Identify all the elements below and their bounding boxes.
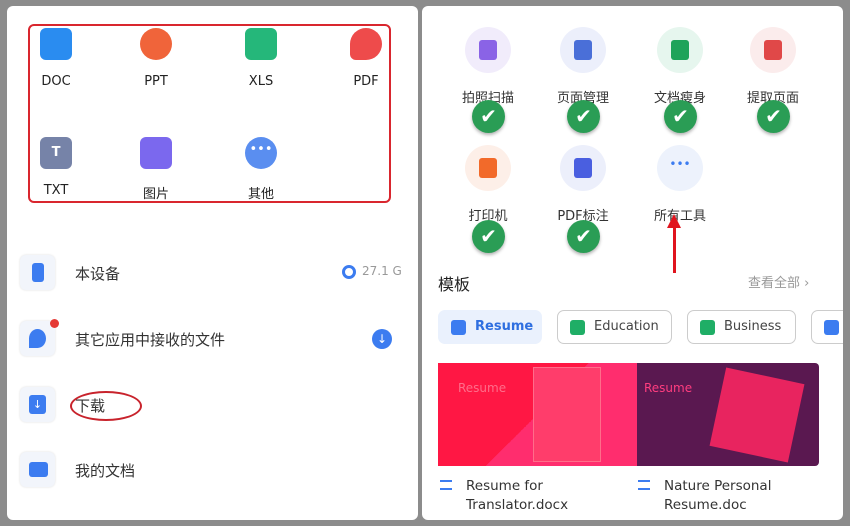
education-icon (570, 320, 585, 335)
filetype-image[interactable]: 图片 (116, 137, 196, 202)
resume-preview (533, 367, 601, 462)
chip-icon (824, 320, 839, 335)
thumb-title: Resume (644, 381, 693, 395)
download-icon: ↓ (20, 387, 55, 422)
ppt-icon (140, 28, 172, 60)
template-name-2[interactable]: Nature Personal Resume.doc (638, 477, 818, 515)
location-label: 我的文档 (75, 462, 136, 480)
chip-business[interactable]: Business (687, 310, 796, 344)
filetype-label: 其他 (247, 187, 274, 202)
storage-size: 27.1 G (362, 264, 402, 278)
storage-ring-icon (342, 265, 356, 279)
resume-icon (451, 320, 466, 335)
location-download[interactable]: ↓ 下载 (20, 385, 410, 425)
tool-item[interactable]: 打印机 (440, 145, 536, 224)
tool-icon (560, 145, 606, 191)
filetype-ppt[interactable]: PPT (116, 28, 196, 89)
file-name: Resume for Translator.docx (466, 478, 569, 513)
xls-icon (245, 28, 277, 60)
filetype-doc[interactable]: DOC (16, 28, 96, 89)
check-icon: ✔ (472, 220, 505, 253)
annotation-arrow (673, 218, 676, 273)
notification-dot (50, 319, 59, 328)
view-all-label: 查看全部 (748, 276, 801, 291)
check-icon: ✔ (567, 220, 600, 253)
filetype-label: TXT (43, 183, 69, 198)
txt-icon: T (40, 137, 72, 169)
tool-icon: ••• (657, 145, 703, 191)
check-icon: ✔ (757, 100, 790, 133)
chip-label: Education (594, 319, 659, 334)
filetype-label: XLS (248, 74, 274, 89)
phone-icon (20, 255, 55, 290)
satellite-icon (20, 321, 55, 356)
download-circle-icon[interactable]: ↓ (372, 329, 392, 349)
pdf-icon (350, 28, 382, 60)
tool-label: PDF标注 (557, 209, 609, 224)
check-icon: ✔ (472, 100, 505, 133)
annotation-box (28, 24, 391, 203)
chip-resume[interactable]: Resume (438, 310, 542, 344)
annotation-ellipse (70, 391, 142, 421)
tool-icon (750, 27, 796, 73)
chip-education[interactable]: Education (557, 310, 672, 344)
more-icon: ••• (245, 137, 277, 169)
location-received-files[interactable]: 其它应用中接收的文件 ↓ (20, 319, 410, 359)
tool-item[interactable]: 页面管理 (535, 27, 631, 106)
tool-item[interactable]: PDF标注 (535, 145, 631, 224)
tool-label: 提取页面 (746, 91, 799, 106)
tool-item[interactable]: •••所有工具 (632, 145, 728, 224)
tool-label: 文档瘦身 (653, 91, 706, 106)
folder-icon (20, 452, 55, 487)
template-card-1[interactable]: Resume (438, 363, 637, 466)
doc-file-icon (440, 480, 452, 490)
templates-title: 模板 (438, 275, 471, 294)
annotation-arrow-head (667, 214, 681, 228)
filetype-label: PPT (144, 74, 168, 89)
tool-label: 页面管理 (556, 91, 609, 106)
tool-item[interactable]: 提取页面 (725, 27, 821, 106)
filetype-label: 图片 (142, 187, 169, 202)
tool-icon (465, 27, 511, 73)
location-label: 其它应用中接收的文件 (75, 331, 226, 349)
tool-icon (465, 145, 511, 191)
filetype-xls[interactable]: XLS (221, 28, 301, 89)
image-icon (140, 137, 172, 169)
check-icon: ✔ (567, 100, 600, 133)
thumb-title: Resume (458, 381, 507, 395)
tool-label: 拍照扫描 (461, 91, 514, 106)
business-icon (700, 320, 715, 335)
filetype-pdf[interactable]: PDF (326, 28, 406, 89)
view-all-link[interactable]: 查看全部 › (748, 276, 810, 291)
file-name: Nature Personal Resume.doc (664, 478, 772, 513)
filetype-label: DOC (41, 74, 71, 89)
chip-label: Resume (475, 319, 534, 334)
chip-more[interactable] (811, 310, 843, 344)
chip-label: Business (724, 319, 782, 334)
tool-icon (657, 27, 703, 73)
resume-preview (709, 367, 805, 463)
tool-label: 打印机 (468, 209, 508, 224)
tool-item[interactable]: 文档瘦身 (632, 27, 728, 106)
filetype-other[interactable]: ••• 其他 (221, 137, 301, 202)
location-device[interactable]: 本设备 27.1 G (20, 253, 410, 293)
location-my-documents[interactable]: 我的文档 (20, 450, 410, 490)
left-panel: DOC PPT XLS PDF T TXT 图片 ••• 其他 本设备 27.1 G… (7, 6, 418, 520)
right-panel: 拍照扫描✔页面管理✔文档瘦身✔提取页面✔打印机✔PDF标注✔•••所有工具 模板… (422, 6, 843, 520)
doc-file-icon (638, 480, 650, 490)
filetype-label: PDF (353, 74, 379, 89)
tool-icon (560, 27, 606, 73)
template-name-1[interactable]: Resume for Translator.docx (440, 477, 620, 515)
location-label: 本设备 (75, 265, 121, 283)
doc-icon (40, 28, 72, 60)
filetype-txt[interactable]: T TXT (16, 137, 96, 198)
template-card-2[interactable]: Resume (637, 363, 819, 466)
tool-item[interactable]: 拍照扫描 (440, 27, 536, 106)
check-icon: ✔ (664, 100, 697, 133)
